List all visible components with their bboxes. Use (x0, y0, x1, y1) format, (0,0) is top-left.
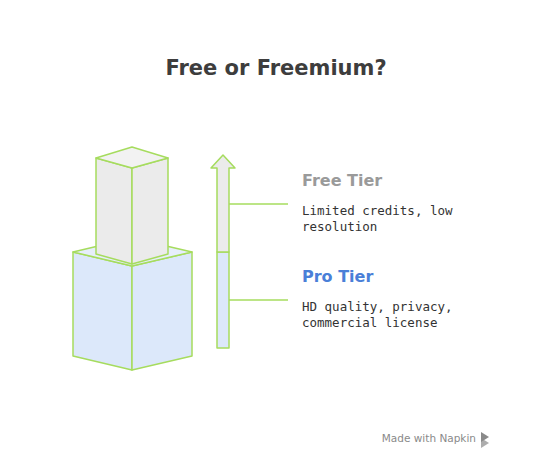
diagram-title: Free or Freemium? (165, 55, 386, 82)
pro-box-left (73, 252, 132, 370)
leader-line (229, 299, 288, 301)
free-box-right (132, 158, 168, 264)
napkin-icon (481, 432, 489, 448)
free-box-left (96, 158, 132, 264)
arrow-lower (217, 252, 229, 348)
tier-heading: Free Tier (302, 171, 382, 192)
pro-box-right (132, 252, 192, 370)
tier-heading: Pro Tier (302, 267, 373, 288)
tier-description: HD quality, privacy, commercial license (302, 299, 517, 332)
leader-line (229, 203, 288, 205)
free-box-top (96, 147, 168, 168)
tier-description: Limited credits, low resolution (302, 203, 517, 236)
watermark: Made with Napkin (382, 432, 476, 446)
